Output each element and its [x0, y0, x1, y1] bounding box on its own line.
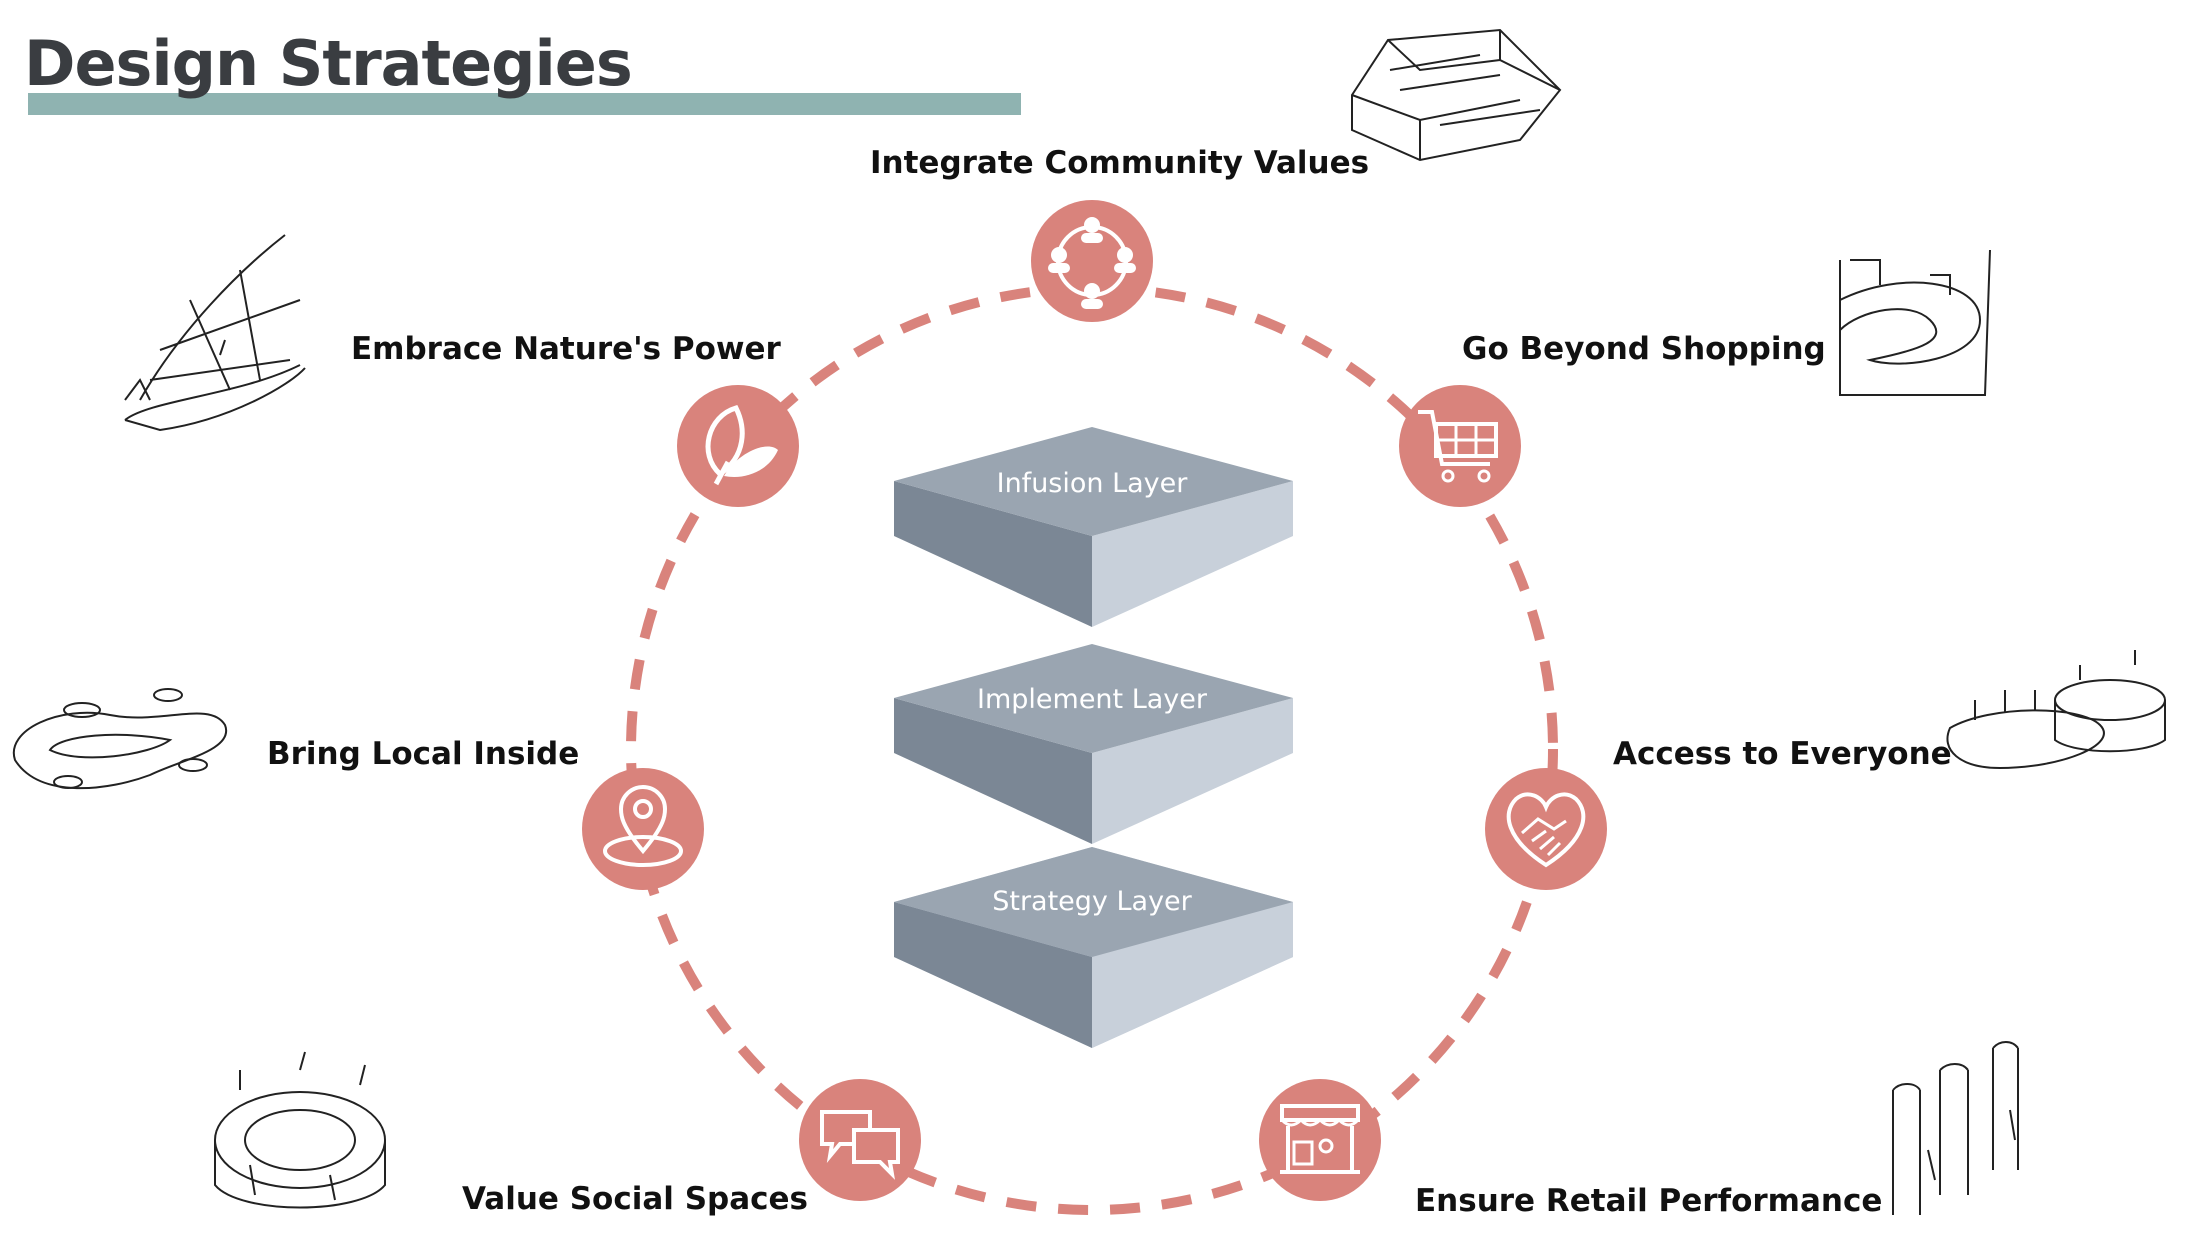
community-circle-icon — [1031, 200, 1153, 322]
sketch-community-building — [1351, 28, 1562, 162]
shopping-cart-icon — [1399, 385, 1521, 507]
label-access-to-everyone: Access to Everyone — [1613, 736, 1952, 772]
leaf-icon — [677, 385, 799, 507]
handshake-heart-icon — [1485, 768, 1607, 890]
layer-label-implement: Implement Layer — [977, 684, 1208, 715]
label-integrate-community-values: Integrate Community Values — [870, 145, 1370, 181]
dashed-ring — [626, 283, 1558, 1215]
layer-block-implement: Implement Layer — [894, 644, 1293, 844]
layer-label-strategy: Strategy Layer — [992, 886, 1192, 917]
page-title: Design Strategies — [24, 27, 633, 100]
location-pin-icon — [582, 768, 704, 890]
sketch-local-pavilion — [12, 688, 228, 790]
chat-bubbles-icon — [799, 1079, 921, 1201]
layer-stack: Strategy Layer Implement Layer Infusion … — [894, 427, 1293, 1048]
label-ensure-retail-performance: Ensure Retail Performance — [1415, 1183, 1883, 1219]
sketch-ring-walkway — [1946, 650, 2166, 770]
label-embrace-natures-power: Embrace Nature's Power — [351, 331, 781, 367]
layer-block-infusion: Infusion Layer — [894, 427, 1293, 627]
sketch-social-amphitheater — [214, 1051, 386, 1209]
layer-label-infusion: Infusion Layer — [997, 468, 1189, 499]
label-go-beyond-shopping: Go Beyond Shopping — [1462, 331, 1826, 367]
sketch-spiral-ramp — [1839, 249, 1991, 396]
label-bring-local-inside: Bring Local Inside — [267, 736, 580, 772]
title-underline-bar — [28, 93, 1021, 115]
label-value-social-spaces: Value Social Spaces — [462, 1181, 808, 1217]
market-stall-icon — [1259, 1079, 1381, 1201]
sketch-canopy-deck — [124, 234, 306, 432]
layer-block-strategy: Strategy Layer — [894, 847, 1293, 1048]
sketch-retail-columns — [1892, 1041, 2019, 1215]
